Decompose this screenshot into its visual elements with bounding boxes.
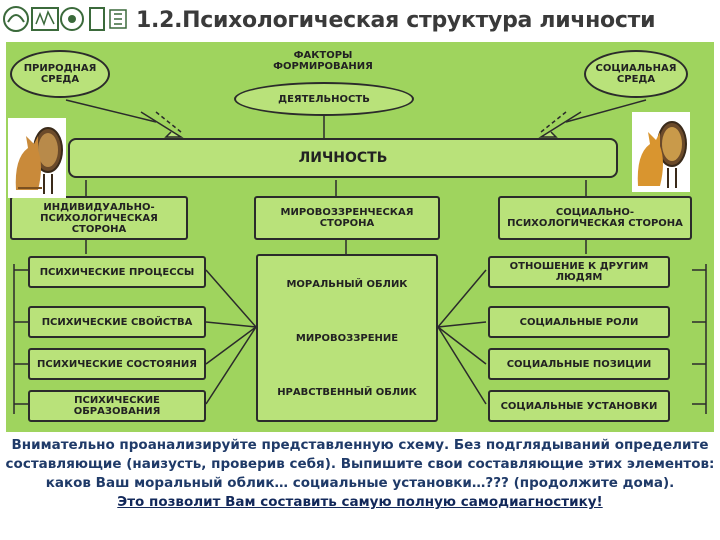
right-item-1: Отношение к другим людям	[488, 256, 670, 288]
header: 1.2.Психологическая структура личности	[0, 0, 720, 42]
left-item-1: Психические процессы	[28, 256, 206, 288]
cat-mirror-image-right	[632, 112, 690, 192]
individual-psychological-side-node: Индивидуально-психологическая сторона	[10, 196, 188, 240]
personality-node: Личность	[68, 138, 618, 178]
caption-line-2: составляющие (наизусть, проверив себя). …	[5, 456, 715, 472]
center-item-1: Моральный облик	[286, 278, 408, 290]
natural-environment-node: Природная среда	[10, 50, 110, 98]
caption-line-4: Это позволит Вам составить самую полную …	[117, 494, 603, 510]
diagram-connectors	[13, 99, 707, 414]
left-item-4: Психические образования	[28, 390, 206, 422]
center-items-block: Моральный облик Мировоззрение Нравственн…	[256, 254, 438, 422]
logo-icon	[2, 2, 130, 36]
worldview-side-node: Мировоззренческая сторона	[254, 196, 440, 240]
left-item-2: Психические свойства	[28, 306, 206, 338]
right-item-3: Социальные позиции	[488, 348, 670, 380]
page-title: 1.2.Психологическая структура личности	[136, 8, 656, 33]
cat-mirror-image-left	[8, 118, 66, 198]
factors-label: Факторы формирования	[273, 50, 373, 72]
instruction-caption: Внимательно проанализируйте представленн…	[0, 436, 720, 512]
activity-node: Деятельность	[234, 82, 414, 116]
right-item-4: Социальные установки	[488, 390, 670, 422]
social-psychological-side-node: Социально-психологическая сторона	[498, 196, 692, 240]
caption-line-3: каков Ваш моральный облик… социальные ус…	[45, 475, 675, 491]
diagram-panel: Природная среда Факторы формирования Дея…	[6, 42, 714, 432]
right-item-2: Социальные роли	[488, 306, 670, 338]
caption-line-1: Внимательно проанализируйте представленн…	[11, 437, 709, 453]
center-item-2: Мировоззрение	[295, 332, 399, 344]
left-item-3: Психические состояния	[28, 348, 206, 380]
social-environment-node: Социальная среда	[584, 50, 688, 98]
center-item-3: Нравственный облик	[277, 386, 417, 398]
